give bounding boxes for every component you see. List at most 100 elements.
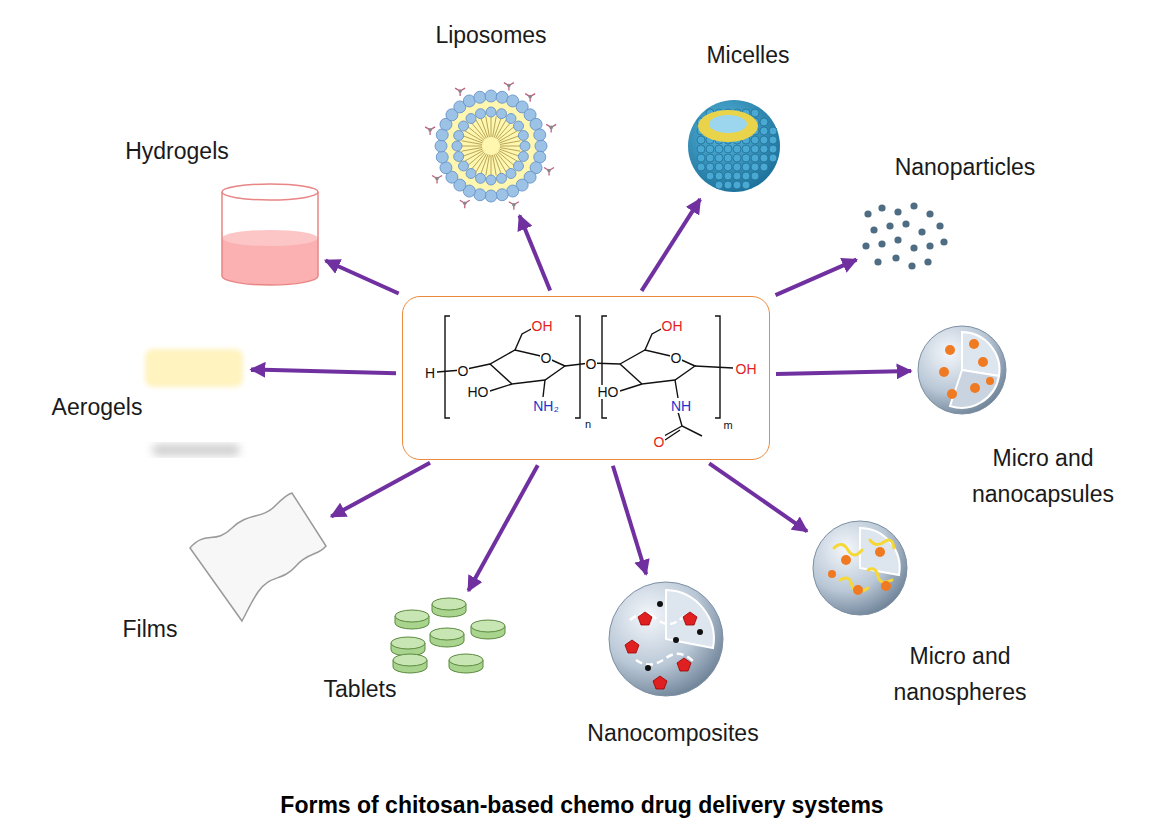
liposome-figure-part	[520, 141, 530, 151]
nanocomposite-figure-part-part	[697, 629, 703, 635]
nanoparticle-dots-part	[908, 262, 915, 269]
micelle-figure-part	[733, 154, 741, 162]
micelle-figure-part	[742, 163, 750, 171]
form-figure: Films	[188, 492, 326, 622]
liposome-figure-part	[436, 151, 448, 163]
nanoparticle-dots-part	[892, 254, 899, 261]
arrow-connector	[775, 260, 856, 295]
liposome-figure-part	[493, 155, 497, 176]
liposome-figure-part	[445, 100, 537, 192]
micelle-figure-part	[760, 136, 768, 144]
capsule-figure-part-part	[986, 377, 994, 385]
sphere-figure-part-part	[828, 570, 836, 578]
form-figure: Hydrogels	[220, 183, 320, 288]
liposome-figure-part	[509, 202, 519, 210]
chitosan-structure-part	[678, 412, 702, 436]
form-figure: Aerogels	[143, 347, 245, 389]
chitosan-structure-part	[620, 350, 695, 384]
atom-label: O	[540, 351, 553, 365]
nanoparticle-dots-part	[878, 240, 885, 247]
form-label: Tablets	[285, 672, 435, 708]
tablet-figure-part	[432, 598, 466, 610]
nanoparticle-dots-part	[910, 244, 917, 251]
nanocomposite-figure-part	[666, 590, 714, 648]
liposome-figure-part	[425, 127, 435, 135]
micelle-figure-part	[715, 154, 723, 162]
micelle-figure-part	[709, 115, 747, 133]
form-label: Nanocomposites	[558, 716, 788, 752]
nanocomposite-figure-part-part	[677, 658, 691, 671]
micelle-figure-part	[769, 127, 777, 135]
liposome-figure-part	[491, 116, 492, 137]
form-figure: Micelles	[688, 98, 780, 194]
aerogel-figure-part	[145, 349, 243, 387]
liposome-figure-part	[452, 141, 462, 151]
structure-box: OHOHHOOOOOHHOHONH₂NHnmO	[402, 296, 770, 460]
micelle-figure-part	[698, 110, 758, 142]
atom-label: H	[424, 366, 436, 380]
liposome-figure-part	[514, 161, 524, 171]
arrow-connector	[468, 465, 537, 590]
liposome-figure-part	[435, 140, 447, 152]
capsule-figure-part	[962, 332, 999, 376]
liposome-figure-part	[496, 189, 508, 201]
micelle-figure	[688, 100, 780, 192]
liposome-figure-part	[461, 148, 482, 152]
micelle-figure-part	[769, 136, 777, 144]
nanoparticle-dots-part	[926, 242, 933, 249]
film-figure-part	[190, 493, 326, 621]
micelle-figure-part	[697, 136, 705, 144]
form-figure: Liposomes	[435, 82, 547, 210]
nanoparticle-dots-part	[862, 242, 869, 249]
micelle-figure-part	[751, 154, 759, 162]
atom-label: NH₂	[532, 399, 560, 413]
liposome-figure-part	[466, 169, 476, 179]
chitosan-structure-part	[490, 384, 512, 391]
micelle-figure-part	[769, 145, 777, 153]
nanocomposite-figure-part	[625, 612, 697, 689]
micelle-figure-part	[706, 154, 714, 162]
capsule-figure-part-part	[945, 345, 955, 355]
liposome-figure-part	[518, 130, 528, 140]
capsule-figure	[918, 326, 1006, 414]
tablet-figure-part	[395, 610, 429, 622]
tablet-figure	[391, 598, 505, 673]
micelle-figure-part	[760, 145, 768, 153]
nanoparticle-dots-part	[910, 202, 917, 209]
figure-caption: Forms of chitosan-based chemo drug deliv…	[0, 792, 1164, 819]
nanoparticle-dots-part	[886, 222, 893, 229]
liposome-figure-part	[463, 201, 467, 205]
nanocomposite-figure-part-part	[645, 665, 651, 671]
capsule-figure-part-part	[939, 367, 949, 377]
liposome-figure-part	[497, 109, 507, 119]
aerogel-figure	[145, 349, 243, 456]
micelle-figure-part	[706, 163, 714, 171]
micelle-figure-part	[697, 154, 705, 162]
nanocomposite-figure-part	[609, 582, 723, 696]
micelle-figure-part	[733, 145, 741, 153]
liposome-figure-part	[485, 190, 497, 202]
chitosan-structure-part	[620, 384, 642, 391]
capsule-figure-part	[918, 326, 1006, 414]
chitosan-structure-part	[543, 380, 545, 397]
micelle-figure-part	[742, 154, 750, 162]
micelle-figure-part	[706, 145, 714, 153]
nanoparticle-dots-part	[926, 210, 933, 217]
capsule-figure-part-part	[947, 389, 957, 399]
nanocomposite-figure-part-part	[683, 612, 697, 625]
capsule-figure-part	[939, 339, 994, 399]
micelle-figure-part	[715, 163, 723, 171]
micelle-figure-part	[724, 172, 732, 180]
micelle-figure-part	[733, 172, 741, 180]
micelle-figure-part	[751, 136, 759, 144]
atom-label: n	[584, 419, 592, 430]
sphere-figure	[813, 521, 907, 615]
atom-label: O	[585, 357, 598, 371]
liposome-figure-part	[546, 124, 556, 132]
arrow-connector	[331, 463, 430, 517]
liposome-figure-part	[525, 94, 535, 102]
liposome-figure-part	[458, 89, 462, 93]
liposome-figure-part	[474, 91, 486, 103]
atom-label: HO	[597, 385, 620, 399]
nanoparticle-dots-part	[870, 226, 877, 233]
